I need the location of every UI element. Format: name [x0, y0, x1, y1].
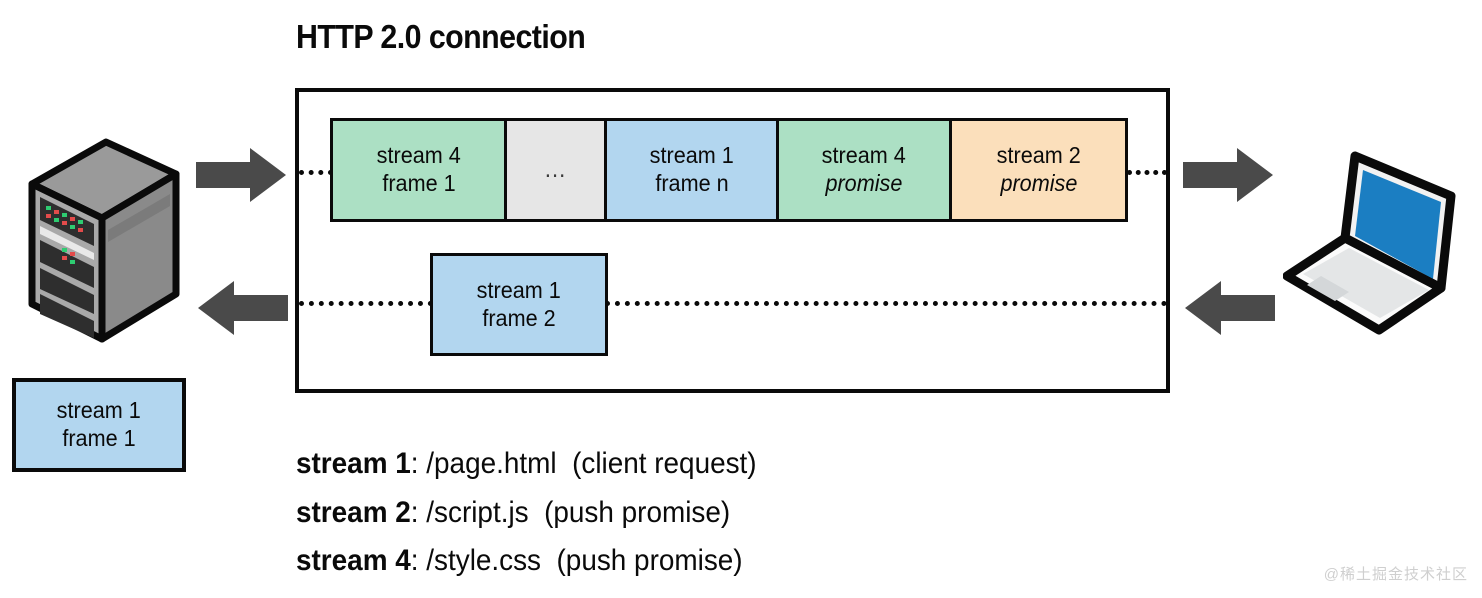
legend-path: /style.css	[426, 544, 542, 578]
laptop-icon	[1282, 140, 1473, 345]
legend-stream-name: stream 1	[296, 447, 411, 480]
frame-cell-line1: stream 1	[56, 397, 142, 424]
watermark: @稀土掘金技术社区	[1323, 566, 1468, 583]
legend-row-stream1: stream 1: /page.html (client request)	[296, 440, 757, 489]
dotline-bottom-right	[605, 301, 1167, 306]
stream-legend: stream 1: /page.html (client request) st…	[296, 440, 791, 586]
ellipsis-label: …	[543, 155, 568, 183]
frame-cell-stream1-framen[interactable]: stream 1 frame n	[607, 121, 779, 219]
dotline-top-right	[1127, 170, 1167, 175]
legend-row-stream2: stream 2: /script.js (push promise)	[296, 489, 757, 538]
server-tower-icon	[24, 134, 184, 349]
page-title: HTTP 2.0 connection	[296, 18, 586, 55]
left-standalone-frame[interactable]: stream 1 frame 1	[12, 378, 186, 472]
legend-path: /script.js	[426, 495, 529, 529]
frame-cell-line2: frame 1	[62, 425, 136, 451]
frame-cell-line2: promise	[1000, 170, 1077, 196]
frame-cell-line2: promise	[825, 170, 903, 196]
legend-row-stream4: stream 4: /style.css (push promise)	[296, 537, 757, 586]
frame-row-top: stream 4 frame 1 … stream 1 frame n stre…	[330, 118, 1128, 222]
frame-cell-line2: frame 1	[381, 170, 456, 196]
frame-cell-line2: frame 2	[482, 304, 556, 331]
frame-cell-stream4-promise[interactable]: stream 4 promise	[779, 121, 952, 219]
frame-cell-ellipsis[interactable]: …	[507, 121, 607, 219]
legend-note: (push promise)	[556, 544, 743, 578]
arrow-client-to-connection	[1183, 279, 1275, 342]
frame-cell-stream1-frame2[interactable]: stream 1 frame 2	[430, 253, 608, 356]
legend-stream-name: stream 4	[296, 544, 411, 578]
legend-separator: :	[410, 447, 427, 480]
legend-note: (client request)	[572, 447, 757, 480]
frame-cell-line2: frame n	[654, 170, 729, 196]
frame-cell-stream4-frame1[interactable]: stream 4 frame 1	[333, 121, 507, 219]
frame-cell-line1: stream 1	[476, 276, 562, 303]
legend-note: (push promise)	[544, 495, 731, 529]
legend-separator: :	[410, 544, 427, 578]
arrow-server-to-connection	[196, 146, 288, 209]
frame-cell-line1: stream 1	[649, 142, 734, 169]
dotline-bottom-left	[299, 301, 433, 306]
frame-cell-line1: stream 4	[821, 142, 907, 169]
arrow-connection-to-client	[1183, 146, 1275, 209]
frame-cell-stream2-promise[interactable]: stream 2 promise	[952, 121, 1125, 219]
legend-stream-name: stream 2	[296, 495, 411, 529]
dotline-top-left	[299, 170, 333, 175]
frame-cell-line1: stream 4	[376, 142, 461, 169]
frame-cell-line1: stream 2	[996, 142, 1081, 169]
legend-separator: :	[410, 495, 427, 529]
legend-path: /page.html	[426, 447, 557, 480]
arrow-connection-to-server	[196, 279, 288, 342]
